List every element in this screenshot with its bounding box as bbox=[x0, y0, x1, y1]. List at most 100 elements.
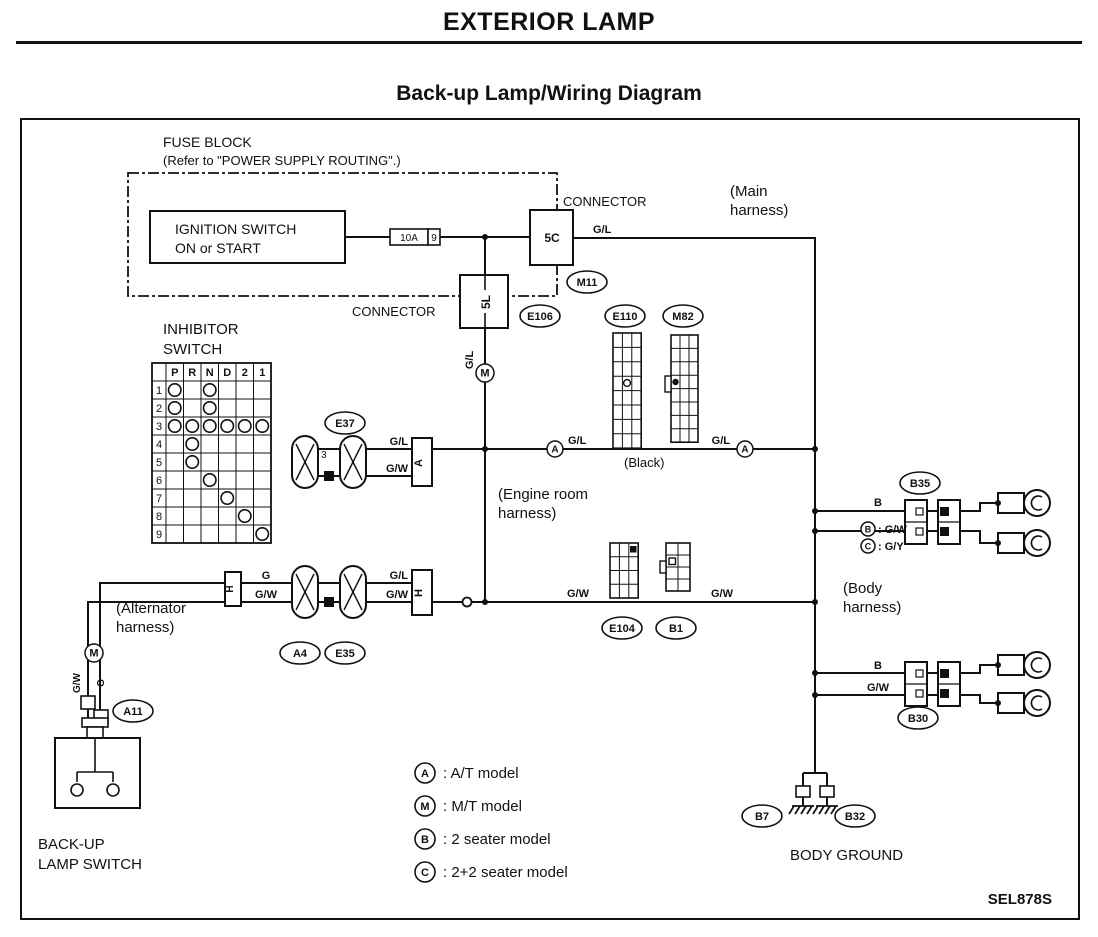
table-row-number: 5 bbox=[156, 457, 162, 469]
connector-id-label-b35: B35 bbox=[910, 478, 930, 490]
legend-symbol-letter: C bbox=[421, 867, 429, 879]
mating-mark bbox=[324, 471, 334, 481]
model-mark-letter: B bbox=[865, 525, 872, 535]
table-col-header: D bbox=[223, 367, 231, 379]
wire-label-g: G bbox=[96, 679, 107, 687]
continuity-circle bbox=[185, 418, 200, 433]
lamp-socket bbox=[997, 654, 1025, 676]
table-col-header: 2 bbox=[242, 367, 248, 379]
wire-main-harness-gl bbox=[573, 237, 816, 773]
table-col-header: 1 bbox=[259, 367, 265, 379]
ignition-switch-label2: ON or START bbox=[175, 240, 261, 256]
model-mark-letter: C bbox=[865, 542, 872, 552]
ignition-switch-box bbox=[149, 210, 346, 264]
legend-label: : A/T model bbox=[443, 765, 519, 782]
inhibitor-switch-caption2: SWITCH bbox=[163, 341, 222, 358]
connector-id-e37 bbox=[324, 411, 366, 435]
pin bbox=[915, 527, 924, 536]
wire-label-gw: G/W bbox=[386, 589, 409, 601]
legend-symbol-circle bbox=[414, 828, 436, 850]
legend-symbol-letter: A bbox=[421, 768, 429, 780]
backup-lamp-switch-body bbox=[54, 737, 141, 809]
wire-label-gw: G/W bbox=[567, 588, 590, 600]
model-mark-letter: A bbox=[741, 445, 748, 456]
continuity-circle bbox=[255, 418, 270, 433]
wire-label-gl: G/L bbox=[464, 351, 476, 370]
continuity-circle bbox=[185, 436, 200, 451]
connector-id-label-b1: B1 bbox=[669, 623, 683, 635]
bulb-filament bbox=[1030, 495, 1043, 511]
connector-id-e110 bbox=[604, 304, 646, 328]
switch-contact bbox=[70, 783, 84, 797]
continuity-circle bbox=[202, 400, 217, 415]
connector-id-label-e104: E104 bbox=[609, 623, 636, 635]
pin bbox=[940, 507, 949, 516]
junction-dot bbox=[812, 692, 818, 698]
model-mark-circle bbox=[860, 521, 876, 537]
wire-label-gl: G/L bbox=[568, 435, 587, 447]
marked-pin bbox=[622, 378, 632, 388]
connector-id-label-a11: A11 bbox=[123, 706, 143, 718]
wire-label-b: B bbox=[874, 497, 882, 509]
wire-color-note: : G/W bbox=[878, 524, 907, 536]
continuity-circle bbox=[167, 400, 182, 415]
wire-label-gw: G/W bbox=[867, 682, 890, 694]
table-row-number: 1 bbox=[156, 385, 162, 397]
inhibitor-switch-caption: INHIBITOR bbox=[163, 321, 239, 338]
connector-id-b35 bbox=[899, 471, 941, 495]
model-mark-circle bbox=[475, 363, 495, 383]
legend-symbol-circle bbox=[414, 762, 436, 784]
connector-id-m82 bbox=[662, 304, 704, 328]
alternator-harness-label2: harness) bbox=[116, 619, 174, 636]
connector-id-m11 bbox=[566, 270, 608, 294]
wire-label-gw: G/W bbox=[711, 588, 734, 600]
connector-id-a11 bbox=[112, 699, 154, 723]
continuity-circle bbox=[185, 454, 200, 469]
connector-id-label-m11: M11 bbox=[577, 277, 598, 289]
switch-stem bbox=[81, 717, 109, 728]
junction-dot bbox=[482, 599, 488, 605]
continuity-circle bbox=[237, 418, 252, 433]
connector-id-e104 bbox=[601, 616, 643, 640]
connector-id-label-b32: B32 bbox=[845, 811, 865, 823]
legend-symbol-circle bbox=[414, 795, 436, 817]
body-harness-label2: harness) bbox=[843, 599, 901, 616]
page-title: EXTERIOR LAMP bbox=[442, 8, 656, 36]
junction-dot bbox=[995, 540, 1001, 546]
ground-connector bbox=[795, 785, 811, 798]
wire-label-gl: G/L bbox=[593, 224, 612, 236]
marked-pin bbox=[668, 557, 677, 566]
connector-id-label-m82: M82 bbox=[672, 311, 693, 323]
oval-hatches bbox=[295, 443, 363, 611]
legend-symbol-circle bbox=[414, 861, 436, 883]
wire-lower-lamp-b bbox=[815, 664, 998, 674]
main-harness-label2: harness) bbox=[730, 202, 788, 219]
fuse-rating: 10A bbox=[400, 233, 418, 244]
lamp-socket bbox=[997, 532, 1025, 554]
junction-dot bbox=[995, 700, 1001, 706]
connector-id-a4 bbox=[279, 641, 321, 665]
table-col-header: N bbox=[206, 367, 214, 379]
grid-tab bbox=[659, 560, 667, 574]
fuse-block-label: FUSE BLOCK bbox=[163, 134, 252, 150]
bulb-filament bbox=[1030, 657, 1043, 673]
black-connector-note: (Black) bbox=[624, 455, 664, 470]
connector-h-box bbox=[411, 569, 433, 616]
connector-id-label-e110: E110 bbox=[612, 311, 637, 323]
continuity-circle bbox=[167, 418, 182, 433]
model-mark-letter: A bbox=[551, 445, 558, 456]
junction-dot bbox=[995, 662, 1001, 668]
wire-label-b: B bbox=[874, 660, 882, 672]
continuity-circle bbox=[202, 472, 217, 487]
table-row-number: 8 bbox=[156, 511, 162, 523]
pin bbox=[940, 527, 949, 536]
connector-id-b7 bbox=[741, 804, 783, 828]
bulb-filament bbox=[1030, 535, 1043, 551]
wire-label-gl: G/L bbox=[712, 435, 731, 447]
wire-upper-lamp-gw bbox=[815, 530, 998, 544]
wire-label-gw: G/W bbox=[255, 589, 278, 601]
title-rule bbox=[16, 41, 1082, 44]
body-ground-caption: BODY GROUND bbox=[790, 847, 903, 864]
